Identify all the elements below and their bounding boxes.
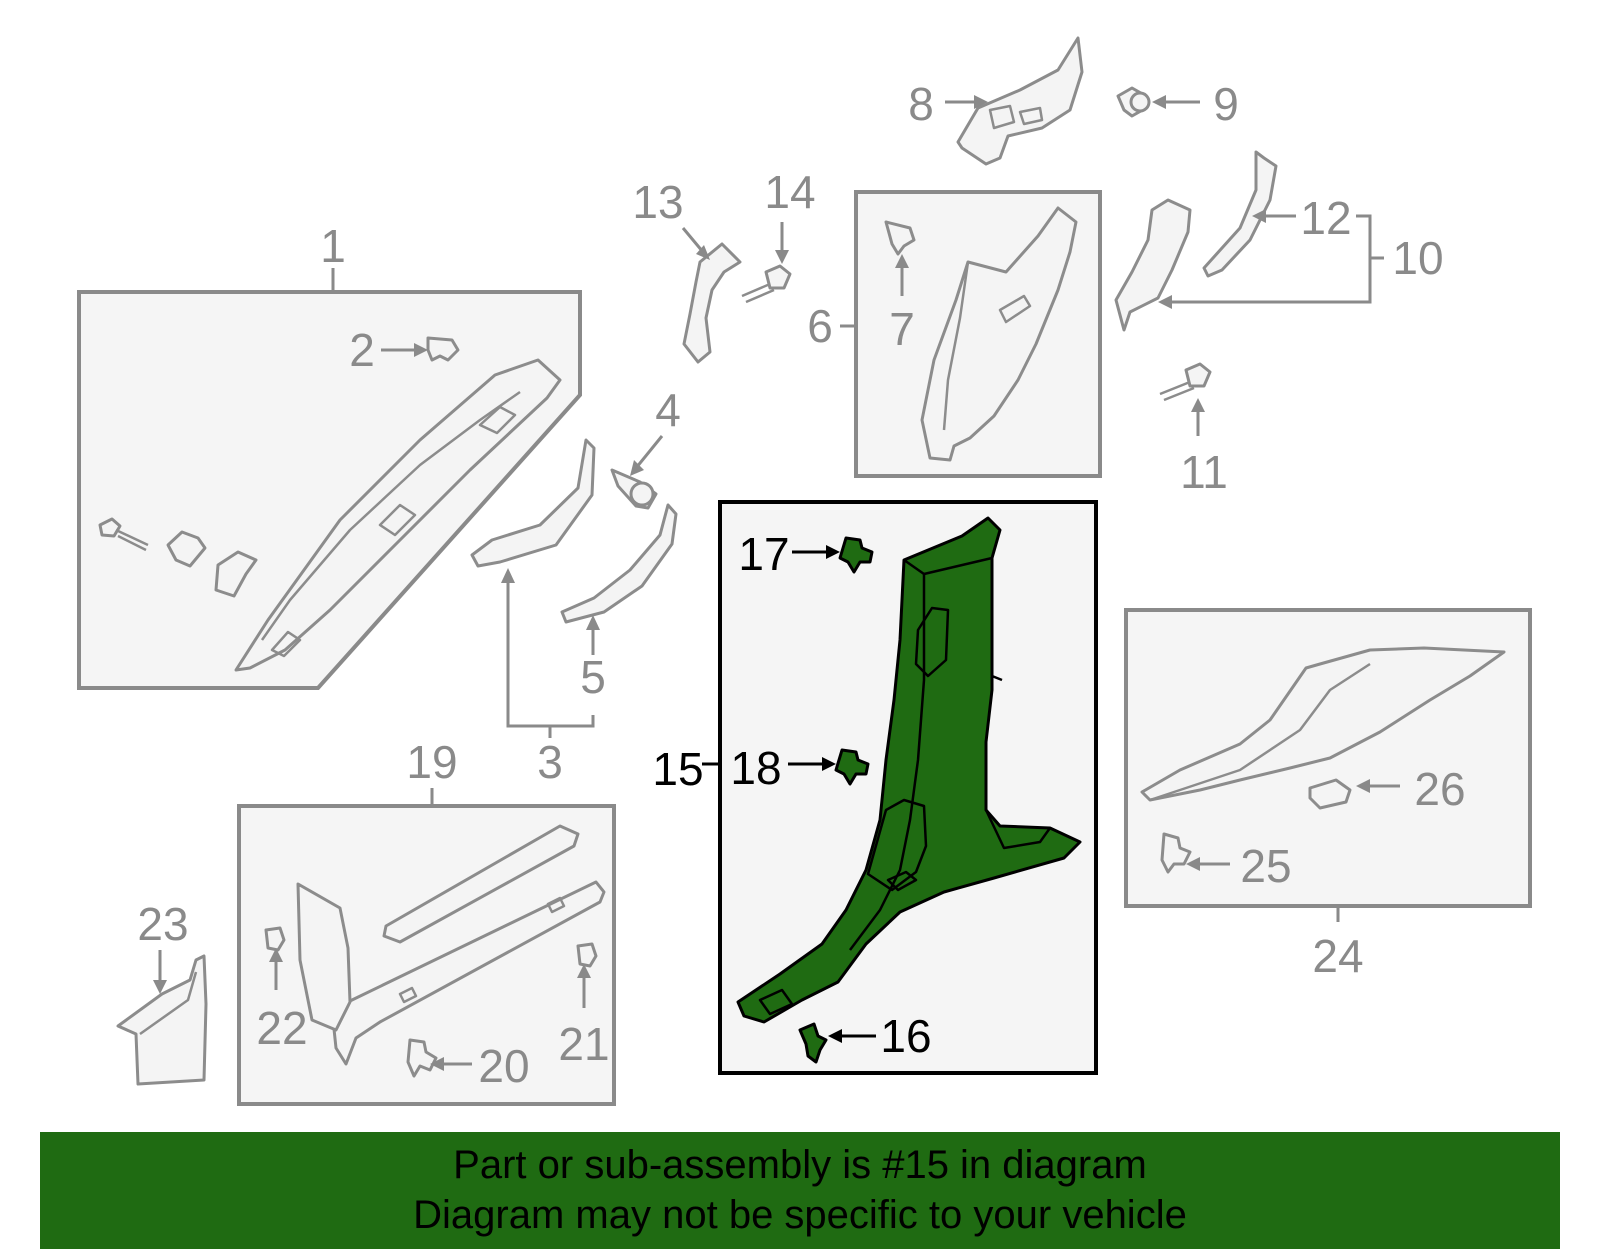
callout-1: 1 bbox=[320, 220, 346, 272]
b-pillar-trim-15 bbox=[736, 516, 1082, 1024]
a-pillar-trim-part bbox=[234, 358, 562, 672]
notice-banner: Part or sub-assembly is #15 in diagram D… bbox=[40, 1132, 1560, 1249]
clip-18 bbox=[834, 748, 870, 786]
group-3: 4 5 3 bbox=[470, 384, 681, 788]
trim-12 bbox=[1202, 150, 1278, 278]
callout-18: 18 bbox=[730, 742, 781, 794]
clip-20 bbox=[406, 1038, 438, 1078]
callout-26: 26 bbox=[1414, 763, 1465, 815]
bolt-14: 14 bbox=[741, 166, 816, 304]
clip-26 bbox=[1308, 778, 1352, 810]
retainer-part bbox=[214, 550, 258, 598]
callout-3: 3 bbox=[537, 736, 563, 788]
callout-22: 22 bbox=[256, 1002, 307, 1054]
group-1-a-pillar: 1 2 bbox=[77, 220, 582, 690]
callout-2: 2 bbox=[349, 324, 375, 376]
quarter-trim-24 bbox=[1140, 646, 1506, 802]
callout-7: 7 bbox=[889, 303, 915, 355]
callout-16: 16 bbox=[880, 1010, 931, 1062]
parts-diagram: 1 2 4 5 3 bbox=[77, 36, 1532, 1106]
clip-7 bbox=[884, 220, 916, 256]
bolt-part bbox=[98, 517, 149, 552]
callout-25: 25 bbox=[1240, 840, 1291, 892]
callout-9: 9 bbox=[1213, 78, 1239, 130]
callout-4: 4 bbox=[655, 384, 681, 436]
banner-line-1: Part or sub-assembly is #15 in diagram bbox=[453, 1143, 1147, 1187]
clip-2 bbox=[426, 336, 460, 362]
group-6: 6 7 bbox=[807, 190, 1102, 478]
bracket-13: 13 bbox=[632, 176, 742, 364]
group-15-b-pillar: 15 17 18 16 bbox=[652, 500, 1098, 1075]
kick-panel bbox=[296, 882, 352, 1032]
clip-part bbox=[166, 530, 207, 568]
callout-13: 13 bbox=[632, 176, 683, 228]
clip-9: 9 bbox=[1116, 78, 1239, 130]
banner-line-2: Diagram may not be specific to your vehi… bbox=[413, 1193, 1187, 1237]
sill-plate bbox=[382, 824, 580, 944]
callout-17: 17 bbox=[738, 528, 789, 580]
callout-20: 20 bbox=[478, 1040, 529, 1092]
part-23: 23 bbox=[116, 898, 208, 1086]
part-8: 8 bbox=[908, 36, 1084, 166]
callout-21: 21 bbox=[558, 1018, 609, 1070]
clip-17 bbox=[838, 536, 874, 574]
callout-6: 6 bbox=[807, 300, 833, 352]
clip-21 bbox=[576, 942, 598, 968]
callout-11: 11 bbox=[1180, 446, 1228, 498]
part-10-12: 12 10 11 bbox=[1114, 150, 1444, 498]
clip-16 bbox=[798, 1022, 828, 1064]
callout-19: 19 bbox=[406, 736, 457, 788]
callout-24: 24 bbox=[1312, 930, 1363, 982]
callout-8: 8 bbox=[908, 78, 934, 130]
callout-12: 12 bbox=[1300, 192, 1351, 244]
trim-10 bbox=[1114, 198, 1192, 332]
group-19: 19 22 21 20 bbox=[237, 736, 616, 1106]
callout-23: 23 bbox=[137, 898, 188, 950]
group-24: 26 25 24 bbox=[1124, 608, 1532, 982]
clip-25 bbox=[1160, 832, 1192, 874]
callout-15: 15 bbox=[652, 743, 703, 795]
trim-strip-5 bbox=[560, 503, 678, 624]
pillar-trim-6 bbox=[920, 206, 1078, 462]
clip-22 bbox=[264, 926, 286, 952]
callout-5: 5 bbox=[580, 651, 606, 703]
callout-10: 10 bbox=[1392, 232, 1443, 284]
callout-14: 14 bbox=[764, 166, 815, 218]
trim-panel-part bbox=[470, 438, 596, 568]
bolt-11 bbox=[1159, 362, 1212, 402]
